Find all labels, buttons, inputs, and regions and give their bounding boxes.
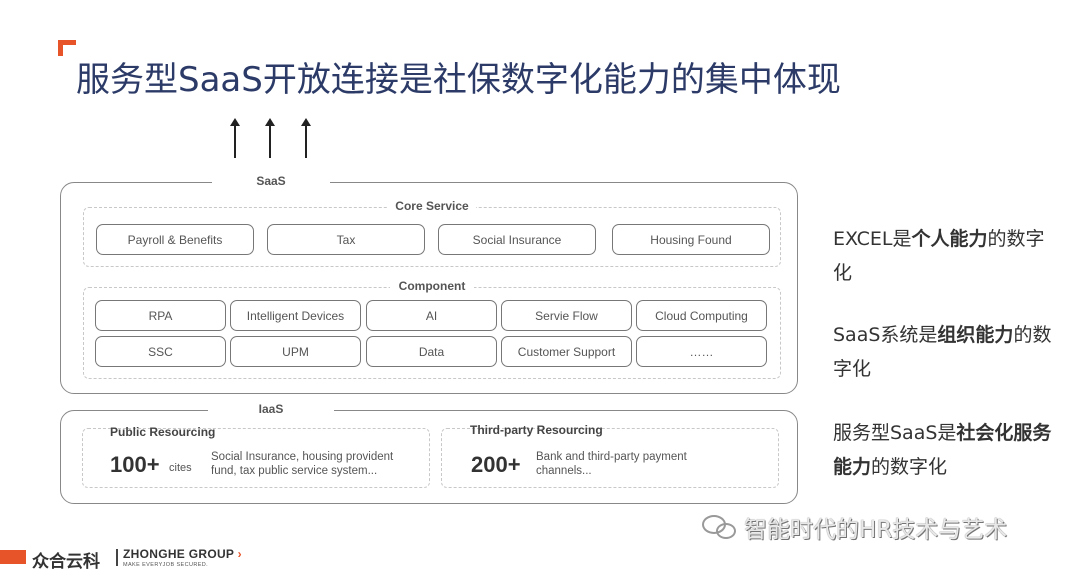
- iaas-layer: [60, 410, 798, 504]
- component-item: SSC: [95, 336, 226, 367]
- public-resourcing-desc: Social Insurance, housing provident fund…: [211, 451, 394, 477]
- component-item: RPA: [95, 300, 226, 331]
- component-item: Customer Support: [501, 336, 632, 367]
- third-party-resourcing-group: [441, 428, 779, 488]
- side-statement-excel: EXCEL是个人能力的数字化: [833, 228, 1045, 284]
- wechat-icon: [700, 513, 738, 541]
- public-resourcing-group: [82, 428, 430, 488]
- title-corner-mark: [58, 40, 76, 56]
- component-item: AI: [366, 300, 497, 331]
- component-label: Component: [390, 279, 474, 293]
- core-service-item: Social Insurance: [438, 224, 596, 255]
- component-item: Intelligent Devices: [230, 300, 361, 331]
- core-service-item: Tax: [267, 224, 425, 255]
- up-arrow-icon: [230, 118, 240, 158]
- iaas-label: IaaS: [208, 402, 334, 416]
- public-resourcing-unit: cites: [169, 462, 192, 474]
- component-item: UPM: [230, 336, 361, 367]
- component-item: Cloud Computing: [636, 300, 767, 331]
- up-arrow-icon: [301, 118, 311, 158]
- bottom-accent-bar: [0, 550, 26, 564]
- component-item: Data: [366, 336, 497, 367]
- third-party-resourcing-title: Third-party Resourcing: [470, 423, 603, 437]
- watermark-text: 智能时代的HR技术与艺术: [744, 517, 1008, 543]
- component-item: Servie Flow: [501, 300, 632, 331]
- logo-slogan: MAKE EVERYJOB SECURED.: [123, 562, 209, 568]
- logo-separator: [116, 549, 118, 566]
- chevron-right-icon: ›: [237, 547, 242, 561]
- logo-en: ZHONGHE GROUP ›: [123, 547, 242, 561]
- component-item: ……: [636, 336, 767, 367]
- third-party-resourcing-desc: Bank and third-party payment channels...: [536, 451, 687, 477]
- watermark: 智能时代的HR技术与艺术: [700, 510, 1007, 544]
- core-service-item: Payroll & Benefits: [96, 224, 254, 255]
- public-resourcing-title: Public Resourcing: [110, 425, 216, 439]
- third-party-resourcing-number: 200+: [471, 452, 521, 477]
- up-arrow-icon: [265, 118, 275, 158]
- saas-label: SaaS: [212, 174, 330, 188]
- core-service-label: Core Service: [388, 199, 476, 213]
- page-title: 服务型SaaS开放连接是社保数字化能力的集中体现: [76, 60, 841, 100]
- logo-cn: 众合云科: [32, 552, 100, 572]
- side-statement-service-saas: 服务型SaaS是社会化服务能力的数字化: [833, 422, 1052, 478]
- side-statement-saas: SaaS系统是组织能力的数字化: [833, 324, 1052, 380]
- public-resourcing-number: 100+: [110, 452, 160, 477]
- core-service-item: Housing Found: [612, 224, 770, 255]
- saas-layer: [60, 182, 798, 394]
